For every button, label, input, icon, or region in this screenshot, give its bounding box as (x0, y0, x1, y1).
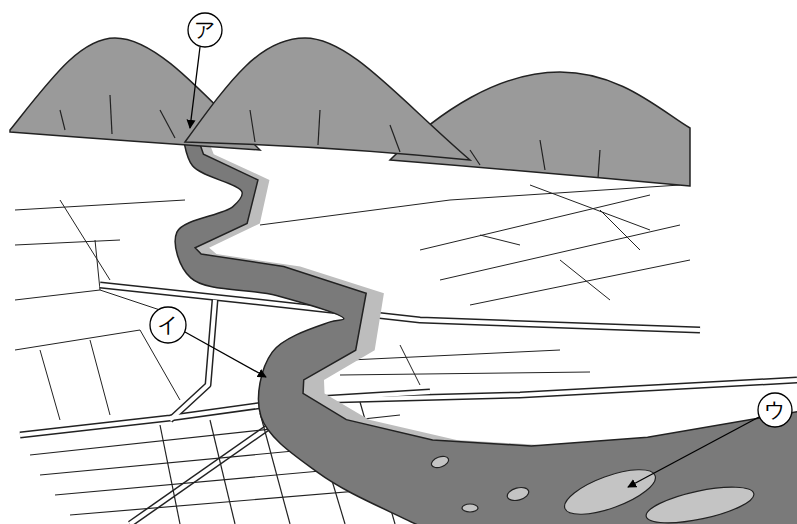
river-water (175, 126, 797, 524)
sand-bank (175, 126, 797, 524)
river (175, 126, 797, 524)
sandbar (430, 454, 450, 470)
callout-label: ア (187, 12, 223, 48)
leader-lines (150, 13, 792, 487)
sandbar (559, 461, 660, 524)
callout-circle (758, 393, 792, 427)
sandbar (643, 480, 756, 524)
sandbar (506, 485, 530, 502)
sandbar (462, 504, 478, 512)
callout-circle (150, 307, 186, 343)
callout-circle (188, 13, 222, 47)
mountains (10, 38, 690, 186)
callout-label: ウ (757, 392, 793, 428)
callout-label: イ (150, 307, 186, 343)
